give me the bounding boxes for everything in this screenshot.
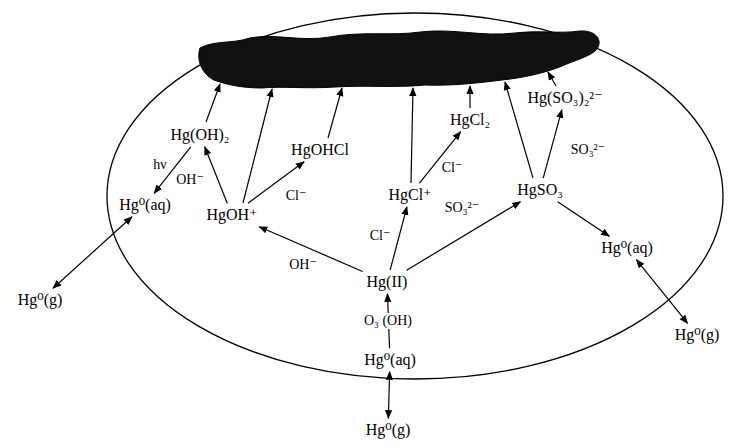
species-label: HgOH⁺ [204, 205, 259, 225]
species-text: Hg⁰(g) [18, 291, 63, 309]
reaction-arrow [636, 260, 687, 323]
reaction-arrow [390, 207, 407, 270]
reaction-arrow [388, 372, 389, 418]
deposit-arrow [328, 88, 342, 138]
species-text: HgCl⁺ [388, 186, 431, 204]
species-text: Hg⁰(g) [675, 326, 720, 344]
reaction-arrow [558, 202, 610, 236]
deposit-arrow [206, 84, 220, 122]
species-text: Hg⁰(aq) [364, 351, 416, 369]
species-label: Hg⁰(aq) [599, 238, 655, 258]
deposit-arrow [469, 86, 470, 108]
reagent-label: OH⁻ [287, 257, 319, 272]
species-label: Hg⁰(g) [16, 290, 65, 310]
species-label: HgCl₂ [448, 110, 492, 130]
deposit-arrow [411, 88, 413, 183]
reagent-label: O₃ (OH) [362, 313, 414, 328]
species-text: Hg(SO₃)₂²⁻ [527, 89, 602, 107]
species-label: Hg⁰(aq) [362, 350, 418, 370]
reaction-arrow [543, 110, 562, 178]
species-label: Hg(SO₃)₂²⁻ [525, 88, 604, 108]
reagent-label: Cl⁻ [368, 228, 393, 243]
species-text: Hg(OH)₂ [171, 126, 230, 144]
species-text: HgCl₂ [450, 111, 490, 129]
deposit-arrow [548, 72, 556, 86]
species-text: HgOH⁺ [206, 206, 257, 224]
species-text: HgOHCl [291, 141, 349, 159]
species-label: Hg⁰(g) [364, 420, 413, 440]
species-label: HgCl⁺ [386, 185, 433, 205]
species-label: Hg⁰(aq) [117, 195, 173, 215]
particle-deposit [199, 31, 599, 88]
species-text: Hg⁰(aq) [601, 239, 653, 257]
reagent-label: hν [151, 157, 168, 172]
deposit-arrow [243, 89, 272, 203]
reaction-arrow [53, 217, 132, 288]
species-label: HgOHCl [289, 140, 351, 160]
reagent-label: SO₃²⁻ [569, 142, 607, 157]
reagent-label: Cl⁻ [284, 188, 309, 203]
species-text: Hg⁰(aq) [119, 196, 171, 214]
species-label: Hg⁰(g) [673, 325, 722, 345]
species-label: HgSO₃ [515, 180, 565, 200]
species-label: Hg(II) [365, 272, 410, 292]
reaction-arrow [205, 147, 228, 203]
reagent-label: OH⁻ [174, 172, 206, 187]
species-text: Hg(II) [367, 273, 408, 291]
cloud-droplet-outline [107, 13, 723, 379]
species-label: Hg(OH)₂ [169, 125, 232, 145]
species-text: HgSO₃ [517, 181, 563, 199]
reagent-label: SO₃²⁻ [443, 200, 481, 215]
species-text: Hg⁰(g) [366, 421, 411, 439]
reagent-label: Cl⁻ [440, 160, 465, 175]
